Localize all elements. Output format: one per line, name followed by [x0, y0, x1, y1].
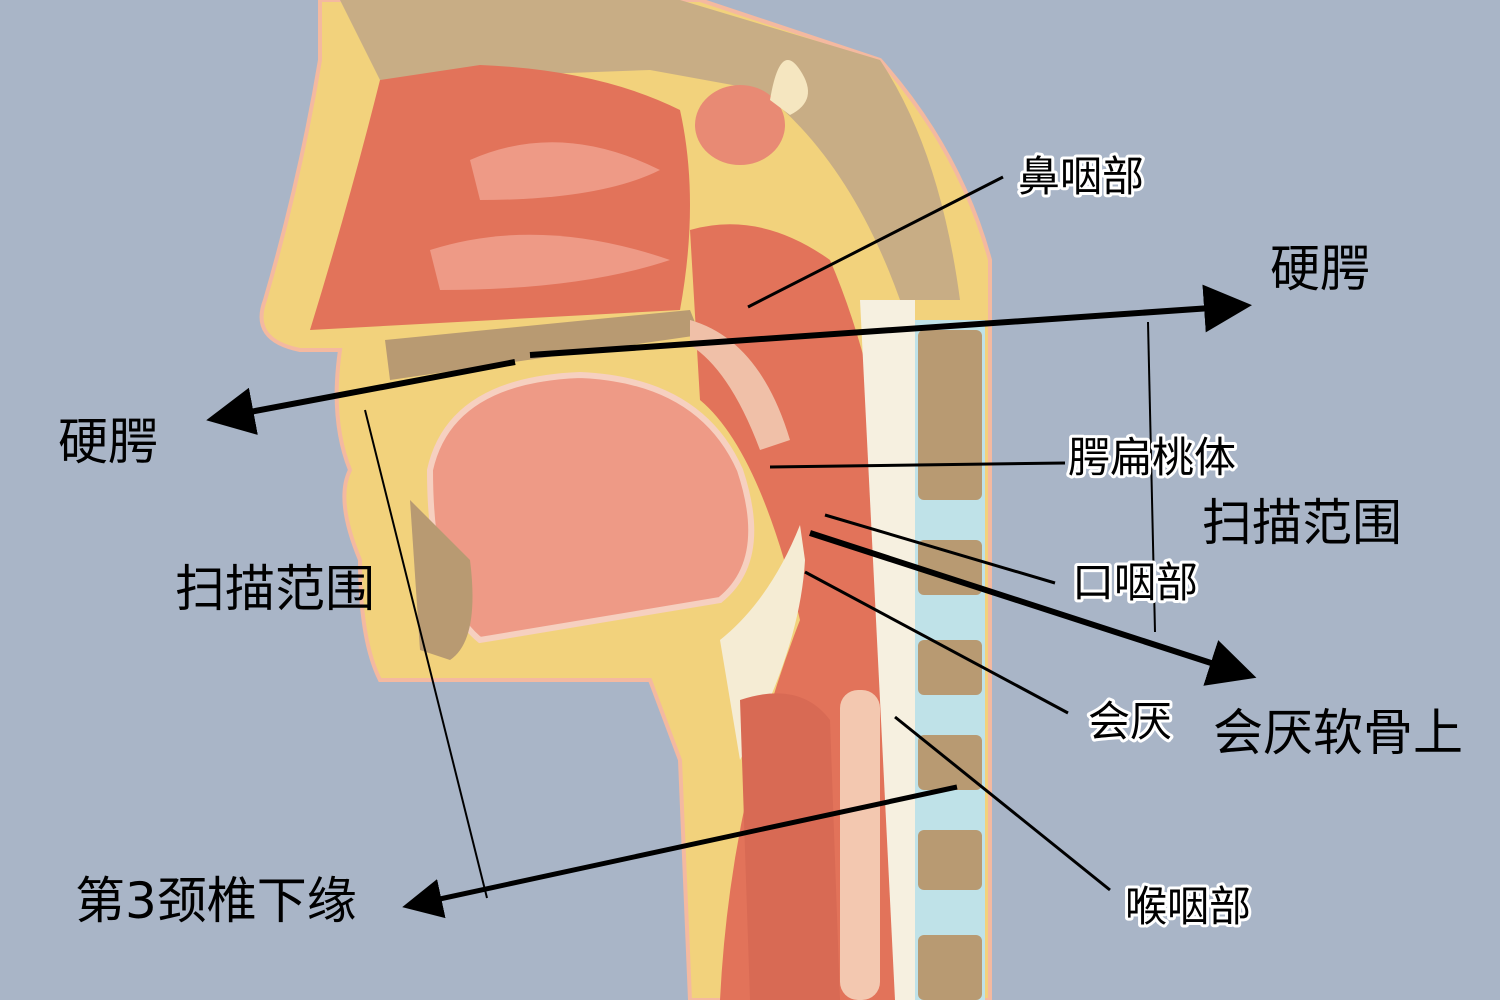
- labels: 鼻咽部 硬腭 硬腭 腭扁桃体 扫描范围 口咽部 会厌 会厌软骨上 喉咽部 扫描范…: [58, 149, 1463, 934]
- scan-range-right-line: [1147, 321, 1156, 633]
- pituitary: [770, 60, 808, 115]
- label-scan-range-left: 扫描范围: [175, 560, 375, 618]
- anatomy-illustration: [259, 0, 992, 1000]
- label-nasopharynx: 鼻咽部: [1018, 152, 1144, 201]
- label-c3-lower-edge: 第3颈椎下缘: [75, 872, 357, 930]
- label-epiglottis-upper: 会厌软骨上: [1213, 704, 1463, 762]
- tongue: [426, 371, 755, 644]
- hard-palate-right-arrow: [529, 284, 1252, 358]
- soft-palate: [690, 320, 790, 450]
- esophagus: [840, 690, 880, 1000]
- prevertebral-tissue: [860, 300, 915, 1000]
- larynx: [740, 693, 840, 1000]
- nasal-concha: [470, 142, 660, 200]
- label-hard-palate-right: 硬腭: [1270, 240, 1370, 298]
- hard-palate-bone: [385, 310, 700, 380]
- label-scan-range-right: 扫描范围: [1202, 494, 1402, 552]
- sphenoid-sinus: [695, 85, 785, 165]
- vertebrae: [918, 330, 982, 1000]
- vertebra: [918, 640, 982, 695]
- vertebra: [918, 330, 982, 500]
- label-hard-palate-left: 硬腭: [58, 413, 158, 471]
- nasopharynx-leader: [747, 175, 1004, 309]
- hard-palate-left-arrow: [206, 359, 516, 435]
- epiglottis-leader: [804, 570, 1069, 715]
- vertebra: [918, 935, 982, 1000]
- mandible: [410, 500, 473, 660]
- laryngopharynx-leader: [894, 715, 1111, 892]
- label-epiglottis: 会厌: [1088, 697, 1172, 746]
- label-laryngopharynx: 喉咽部: [1125, 882, 1251, 931]
- vertebra: [918, 830, 982, 890]
- oropharynx-leader: [824, 513, 1056, 585]
- label-oropharynx: 口咽部: [1072, 558, 1198, 607]
- palatine-tonsil-leader: [769, 461, 1066, 469]
- c3-lower-edge-arrow: [402, 784, 958, 919]
- leader-lines: [206, 175, 1257, 919]
- nasal-concha: [430, 234, 670, 290]
- scan-range-left-line: [364, 409, 488, 899]
- label-palatine-tonsil: 腭扁桃体: [1068, 433, 1236, 482]
- epiglottis-upper-arrow: [809, 530, 1257, 686]
